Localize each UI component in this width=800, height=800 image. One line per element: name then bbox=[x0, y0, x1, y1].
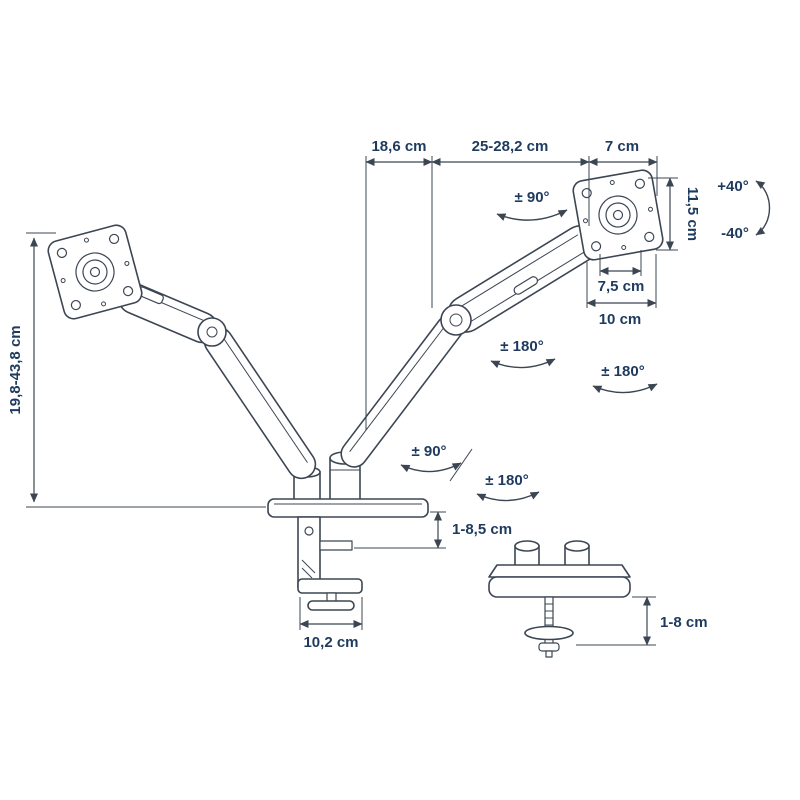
vesa-edge-hole bbox=[647, 206, 653, 212]
right-arm-panel-line bbox=[458, 234, 579, 309]
rotation-arrow bbox=[490, 358, 556, 369]
clamp-upper-pad bbox=[319, 540, 353, 551]
vesa-rotation-annotation: ± 180° bbox=[592, 363, 658, 394]
right-vesa-plate bbox=[572, 169, 664, 261]
vesa-corner-hole bbox=[590, 241, 602, 252]
vesa-swivel-annotation: ± 90° bbox=[496, 189, 568, 221]
vesa-corner-hole bbox=[108, 233, 120, 245]
grommet-washer bbox=[524, 625, 574, 641]
desk-clamp bbox=[267, 498, 429, 611]
tilt-up-label: +40° bbox=[717, 178, 748, 195]
grommet-plate-top bbox=[488, 564, 631, 578]
elbow-rotation-annotation: ± 180° bbox=[490, 338, 556, 369]
clamp-knob-handle bbox=[307, 600, 355, 611]
base-width-dimension: 10,2 cm bbox=[299, 597, 363, 651]
top-width-dimensions: 18,6 cm 25-28,2 cm 7 cm bbox=[365, 138, 658, 430]
rot-label-elbow: ± 180° bbox=[500, 338, 543, 355]
vesa-edge-hole bbox=[621, 244, 627, 250]
vesa-edge-hole bbox=[60, 278, 66, 284]
rot-label-base-turn: ± 180° bbox=[485, 472, 528, 489]
vesa-center-hole bbox=[89, 266, 101, 278]
clamp-hatch bbox=[301, 567, 313, 579]
vesa-edge-hole bbox=[101, 301, 107, 307]
rotation-arrow bbox=[592, 383, 658, 394]
grommet-mount bbox=[488, 540, 631, 658]
tilt-down-label: -40° bbox=[721, 225, 749, 242]
height-range-dimension: 19,8-43,8 cm bbox=[7, 232, 266, 508]
dim-label-vesa-height: 11,5 cm bbox=[684, 187, 701, 241]
dim-label-grommet-range: 1-8 cm bbox=[660, 614, 708, 631]
rotation-arrow bbox=[496, 209, 568, 221]
left-arm-panel-line bbox=[222, 336, 308, 463]
dim-label-arm-outer: 25-28,2 cm bbox=[472, 138, 549, 155]
dim-label-height-range: 19,8-43,8 cm bbox=[7, 325, 24, 414]
left-elbow-cap bbox=[206, 326, 218, 338]
grommet-range-dimension: 1-8 cm bbox=[576, 596, 708, 646]
vesa-edge-hole bbox=[124, 260, 130, 266]
right-arm-cable-slot bbox=[513, 276, 539, 295]
clamp-screw-head bbox=[304, 526, 314, 536]
grommet-post-top bbox=[514, 540, 540, 552]
dim-label-vesa-width: 10 cm bbox=[599, 311, 642, 328]
vesa-corner-hole bbox=[122, 285, 134, 297]
dim-label-vesa-inner-width: 7,5 cm bbox=[598, 278, 645, 295]
rotation-axis-tick bbox=[449, 448, 473, 482]
vesa-center-hole bbox=[612, 209, 624, 221]
left-elbow-joint bbox=[197, 317, 227, 347]
clamp-hatch bbox=[301, 559, 316, 574]
vesa-inner-width-dimension: 7,5 cm bbox=[598, 250, 645, 295]
base-swivel-annotation: ± 90° bbox=[400, 443, 473, 482]
clamp-range-dimension: 1-8,5 cm bbox=[354, 511, 512, 549]
rot-label-vesa-swivel: ± 90° bbox=[514, 189, 549, 206]
grommet-plate-front bbox=[488, 576, 631, 598]
dim-label-clamp-range: 1-8,5 cm bbox=[452, 521, 512, 538]
rotation-arrow bbox=[476, 491, 540, 502]
vesa-corner-hole bbox=[634, 178, 646, 189]
vesa-corner-hole bbox=[56, 247, 68, 259]
grommet-bolt-tip bbox=[545, 650, 553, 658]
dim-label-vesa-offset: 7 cm bbox=[605, 138, 639, 155]
base-plate bbox=[267, 498, 429, 518]
right-elbow-joint bbox=[440, 304, 472, 336]
dim-label-base-width: 10,2 cm bbox=[303, 634, 358, 651]
vesa-edge-hole bbox=[609, 180, 615, 186]
tilt-arrow bbox=[755, 180, 771, 236]
vesa-edge-hole bbox=[583, 218, 589, 224]
vesa-height-dimension: 11,5 cm bbox=[648, 177, 701, 251]
left-vesa-plate bbox=[47, 224, 143, 320]
rot-label-base-swivel: ± 90° bbox=[411, 443, 446, 460]
right-elbow-cap bbox=[449, 313, 463, 327]
rotation-arrow bbox=[400, 462, 462, 473]
grommet-nut bbox=[538, 642, 560, 652]
dim-label-arm-inner: 18,6 cm bbox=[371, 138, 426, 155]
clamp-lower-jaw bbox=[297, 578, 363, 594]
vesa-edge-hole bbox=[83, 237, 89, 243]
rot-label-vesa-plate: ± 180° bbox=[601, 363, 644, 380]
base-rotation-annotation: ± 180° bbox=[476, 472, 540, 502]
vesa-width-dimension: 10 cm bbox=[586, 254, 657, 328]
tilt-annotation: +40° -40° bbox=[717, 178, 771, 242]
vesa-corner-hole bbox=[644, 231, 655, 243]
right-arm-panel-line bbox=[349, 323, 447, 453]
grommet-post-top bbox=[564, 540, 590, 552]
vesa-corner-hole bbox=[70, 299, 82, 311]
